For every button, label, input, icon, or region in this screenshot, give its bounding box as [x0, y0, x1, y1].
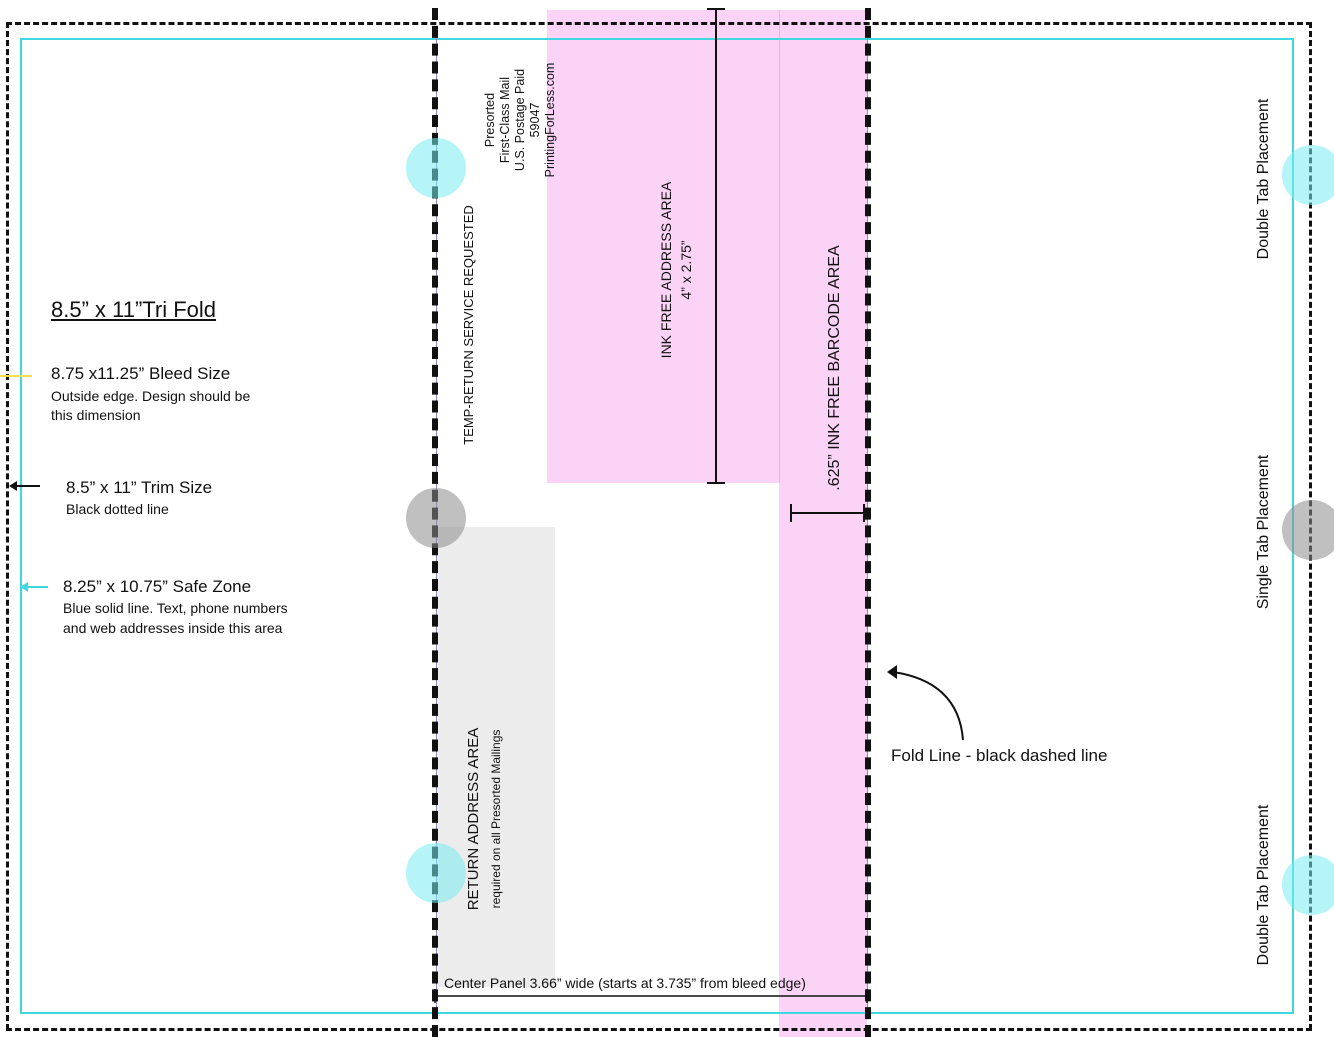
- tab-placement-top: Double Tab Placement: [1255, 98, 1272, 260]
- safe-marker-arrow: [20, 582, 48, 592]
- tab-circle-right-top: [1282, 145, 1334, 205]
- postage-line-1: Presorted: [483, 92, 497, 148]
- ink-free-barcode-area: [779, 10, 867, 1037]
- tab-circle-fold-top: [406, 138, 466, 198]
- postage-indicia: Presorted First-Class Mail U.S. Postage …: [483, 25, 559, 215]
- ink-free-address-title: INK FREE ADDRESS AREA: [658, 181, 674, 359]
- tab-circle-fold-bottom: [406, 843, 466, 903]
- return-address-title: RETURN ADDRESS AREA: [465, 727, 482, 911]
- ink-free-divider: [779, 10, 780, 483]
- safe-zone-desc-2: and web addresses inside this area: [63, 620, 283, 636]
- bleed-size-desc-2: this dimension: [51, 407, 141, 423]
- trim-line-left: [6, 22, 9, 1030]
- ink-free-address-label: INK FREE ADDRESS AREA 4” x 2.75”: [656, 150, 696, 390]
- address-height-dimension: [707, 8, 725, 484]
- center-panel-label: Center Panel 3.66” wide (starts at 3.735…: [444, 975, 806, 991]
- return-address-label: RETURN ADDRESS AREA required on all Pres…: [463, 704, 509, 934]
- barcode-width-dimension: [790, 504, 865, 522]
- trim-marker-arrow: [9, 481, 40, 491]
- trim-line-top: [6, 22, 1312, 25]
- tab-placement-middle: Single Tab Placement: [1255, 454, 1272, 610]
- fold-line-label: Fold Line - black dashed line: [891, 746, 1108, 765]
- legend-title: 8.5” x 11”Tri Fold: [51, 297, 217, 322]
- fold-line-right: [865, 8, 871, 1037]
- bleed-size-heading: 8.75 x11.25” Bleed Size: [51, 364, 231, 383]
- safe-zone-desc-1: Blue solid line. Text, phone numbers: [63, 600, 288, 616]
- trim-size-heading: 8.5” x 11” Trim Size: [66, 478, 213, 497]
- tab-circle-fold-middle: [406, 488, 466, 548]
- tab-circle-right-middle: [1282, 500, 1334, 560]
- return-address-note: required on all Presorted Mailings: [489, 729, 503, 909]
- postage-line-4: 59047: [528, 102, 542, 138]
- ink-free-address-area: [547, 10, 779, 483]
- ink-free-barcode-label: .625” INK FREE BARCODE AREA: [826, 245, 843, 491]
- postage-line-5: PrintingForLess.com: [543, 62, 557, 178]
- ink-free-address-size: 4” x 2.75”: [678, 240, 694, 300]
- return-address-area: [438, 527, 555, 987]
- tab-circle-right-bottom: [1282, 855, 1334, 915]
- postage-line-2: First-Class Mail: [498, 76, 512, 164]
- center-panel-dimension: [434, 989, 868, 1003]
- fold-line-pointer-arrow: [887, 665, 964, 741]
- trim-line-bottom: [6, 1028, 1312, 1031]
- safe-zone-heading: 8.25” x 10.75” Safe Zone: [63, 577, 252, 596]
- temp-return-label: TEMP-RETURN SERVICE REQUESTED: [461, 205, 476, 445]
- tab-placement-bottom: Double Tab Placement: [1255, 804, 1272, 966]
- postage-line-3: U.S. Postage Paid: [513, 68, 527, 172]
- bleed-size-desc-1: Outside edge. Design should be: [51, 388, 251, 404]
- trim-size-desc: Black dotted line: [66, 501, 169, 517]
